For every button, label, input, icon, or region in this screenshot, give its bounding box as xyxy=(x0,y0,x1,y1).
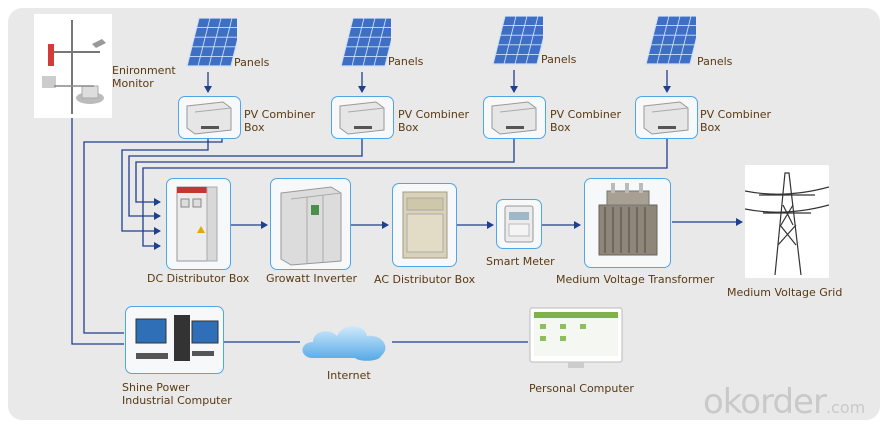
industrial-computer-label: Shine Power Industrial Computer xyxy=(122,381,232,407)
solar-panel-icon xyxy=(340,18,391,67)
environment-monitor-label: Enironment Monitor xyxy=(112,64,176,90)
transformer-label: Medium Voltage Transformer xyxy=(556,273,715,286)
solar-panel-icon xyxy=(645,16,696,65)
ac-distributor-frame xyxy=(392,183,457,267)
transformer-frame xyxy=(584,178,671,268)
industrial-computer-icon xyxy=(135,315,219,361)
dc-distributor-icon xyxy=(176,186,218,262)
solar-panel-icon xyxy=(186,18,237,67)
ac-distributor-label: AC Distributor Box xyxy=(374,273,476,286)
grid-label: Medium Voltage Grid xyxy=(727,286,843,299)
combiner-box-label-2: PV Combiner Box xyxy=(398,108,470,134)
ac-distributor-icon xyxy=(402,191,448,259)
transmission-tower-icon xyxy=(745,165,829,278)
inverter-icon xyxy=(280,186,342,266)
inverter-frame xyxy=(270,178,351,270)
smart-meter-label: Smart Meter xyxy=(486,255,555,268)
panels-label-1: Panels xyxy=(234,56,270,69)
personal-computer-label: Personal Computer xyxy=(529,382,634,395)
combiner-box-icon xyxy=(491,101,537,135)
dc-distributor-frame xyxy=(166,178,231,270)
combiner-box-icon xyxy=(339,101,385,135)
solar-panel-icon xyxy=(492,16,543,65)
inverter-label: Growatt Inverter xyxy=(266,272,358,285)
smart-meter-frame xyxy=(496,199,542,249)
dc-distributor-label: DC Distributor Box xyxy=(147,272,250,285)
industrial-computer-frame xyxy=(125,306,224,374)
transformer-icon xyxy=(598,183,658,256)
smart-meter-icon xyxy=(504,205,534,243)
personal-computer-icon xyxy=(529,307,623,368)
cloud-icon xyxy=(302,326,386,361)
environment-monitor-icon xyxy=(34,14,112,118)
combiner-box-label-4: PV Combiner Box xyxy=(700,108,772,134)
combiner-box-label-1: PV Combiner Box xyxy=(244,108,316,134)
combiner-box-frame-2 xyxy=(331,96,394,139)
internet-label: Internet xyxy=(327,369,371,382)
combiner-box-icon xyxy=(643,101,689,135)
combiner-box-label-3: PV Combiner Box xyxy=(550,108,622,134)
panels-label-2: Panels xyxy=(388,55,424,68)
combiner-box-icon xyxy=(186,101,232,135)
combiner-box-frame-3 xyxy=(483,96,546,139)
combiner-box-frame-1 xyxy=(178,96,241,139)
combiner-box-frame-4 xyxy=(635,96,698,139)
panels-label-3: Panels xyxy=(541,53,577,66)
panels-label-4: Panels xyxy=(697,55,733,68)
watermark: okorder.com xyxy=(703,382,866,422)
